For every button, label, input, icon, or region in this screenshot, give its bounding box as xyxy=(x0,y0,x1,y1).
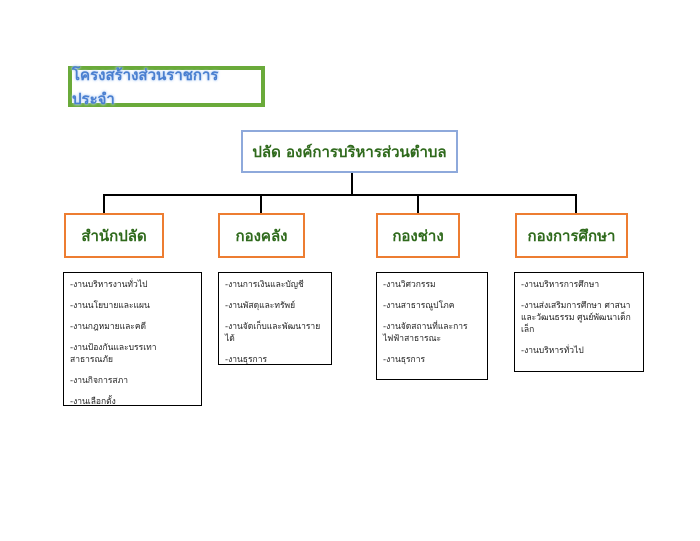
connector-line xyxy=(260,194,262,213)
task-item: -งานบริหารการศึกษา xyxy=(521,280,600,290)
task-item: -งานพัสดุและทรัพย์ xyxy=(225,301,296,311)
task-item: -งานเลือกตั้ง xyxy=(70,397,116,407)
task-item: -งานจัดสถานที่และการไฟฟ้าสาธารณะ xyxy=(383,322,468,344)
task-item: -งานกิจการสภา xyxy=(70,376,128,386)
connector-line xyxy=(103,194,577,196)
task-item: -งานป้องกันและบรรเทาสาธารณภัย xyxy=(70,343,157,365)
task-list-engineering: -งานวิศวกรรม -งานสาธารณูปโภค -งานจัดสถาน… xyxy=(376,272,488,380)
connector-line xyxy=(351,173,353,196)
task-item: -งานสาธารณูปโภค xyxy=(383,301,455,311)
task-item: -งานกฎหมายและคดี xyxy=(70,322,147,332)
task-list-office: -งานบริหารงานทั่วไป -งานนโยบายและแผน -งา… xyxy=(63,272,202,407)
dept-box-education: กองการศึกษา xyxy=(515,213,628,258)
task-item: -งานบริหารงานทั่วไป xyxy=(70,280,148,290)
dept-box-engineering: กองช่าง xyxy=(376,213,460,258)
connector-line xyxy=(103,194,105,213)
task-item: -งานธุรการ xyxy=(383,355,426,365)
task-item: -งานส่งเสริมการศึกษา ศาสนาและวัฒนธรรม ศู… xyxy=(521,301,631,335)
task-list-education: -งานบริหารการศึกษา -งานส่งเสริมการศึกษา … xyxy=(514,272,644,372)
connector-line xyxy=(417,194,419,213)
dept-box-finance: กองคลัง xyxy=(218,213,305,258)
task-item: -งานการเงินและบัญชี xyxy=(225,280,304,290)
task-item: -งานวิศวกรรม xyxy=(383,280,436,290)
task-item: -งานธุรการ xyxy=(225,355,268,365)
task-list-finance: -งานการเงินและบัญชี -งานพัสดุและทรัพย์ -… xyxy=(218,272,332,365)
task-item: -งานนโยบายและแผน xyxy=(70,301,150,311)
task-item: -งานจัดเก็บและพัฒนารายได้ xyxy=(225,322,321,344)
task-item: -งานบริหารทั่วไป xyxy=(521,346,584,356)
chart-title: โครงสร้างส่วนราชการประจำ xyxy=(68,66,265,108)
connector-line xyxy=(575,194,577,213)
dept-box-office: สำนักปลัด xyxy=(64,213,164,258)
head-box: ปลัด องค์การบริหารส่วนตำบล xyxy=(241,130,458,173)
